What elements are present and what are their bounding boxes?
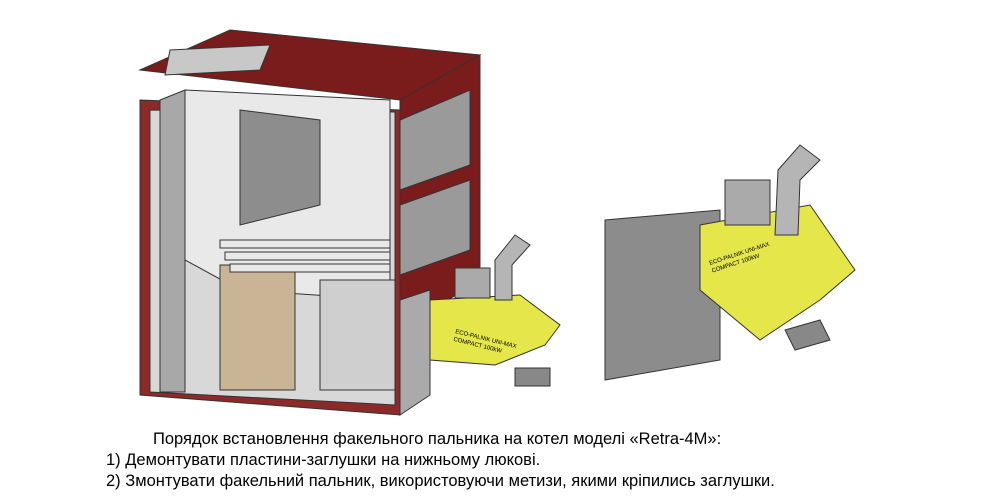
burner-installed: ECO-PALNIK UNI-MAXCOMPACT 100kW xyxy=(429,234,561,387)
boiler-burner-illustration: ECO-PALNIK UNI-MAXCOMPACT 100kW ECO-PALN… xyxy=(138,29,856,416)
caption-step-1: 1) Демонтувати пластини-заглушки на нижн… xyxy=(106,451,541,469)
burner-standalone: ECO-PALNIK UNI-MAXCOMPACT 100kW xyxy=(604,144,856,381)
caption-title: Порядок встановлення факельного пальника… xyxy=(153,430,722,448)
boiler xyxy=(138,29,482,416)
caption-step-2: 2) Змонтувати факельний пальник, викорис… xyxy=(106,472,775,490)
